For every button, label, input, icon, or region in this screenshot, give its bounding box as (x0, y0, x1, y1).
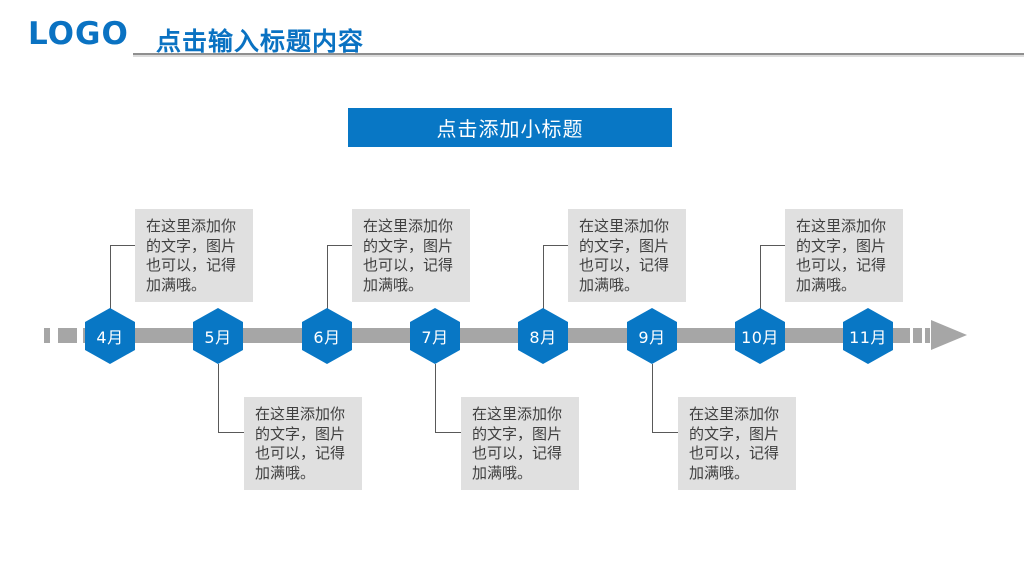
month-label: 4月 (96, 328, 124, 347)
month-hexagon[interactable]: 11月 (843, 308, 893, 364)
header-divider (133, 53, 1024, 57)
note-box[interactable]: 在这里添加你的文字，图片也可以，记得加满哦。 (785, 209, 903, 302)
note-text: 在这里添加你的文字，图片也可以，记得加满哦。 (363, 217, 454, 294)
timeline-dash (44, 328, 50, 343)
note-text: 在这里添加你的文字，图片也可以，记得加满哦。 (796, 217, 887, 294)
note-text: 在这里添加你的文字，图片也可以，记得加满哦。 (579, 217, 670, 294)
timeline-dash (925, 328, 930, 343)
month-hexagon[interactable]: 6月 (302, 308, 352, 364)
note-box[interactable]: 在这里添加你的文字，图片也可以，记得加满哦。 (461, 397, 579, 490)
timeline-arrowhead-icon (931, 320, 967, 350)
month-hexagon[interactable]: 9月 (627, 308, 677, 364)
note-connector (218, 364, 244, 433)
note-text: 在这里添加你的文字，图片也可以，记得加满哦。 (689, 405, 780, 482)
month-hexagon[interactable]: 10月 (735, 308, 785, 364)
month-label: 11月 (849, 328, 887, 347)
note-box[interactable]: 在这里添加你的文字，图片也可以，记得加满哦。 (135, 209, 253, 302)
note-connector (327, 245, 353, 309)
month-label: 8月 (529, 328, 557, 347)
note-connector (543, 245, 569, 309)
note-text: 在这里添加你的文字，图片也可以，记得加满哦。 (255, 405, 346, 482)
logo-text: LOGO (28, 16, 129, 52)
subtitle-banner[interactable]: 点击添加小标题 (348, 108, 672, 147)
note-connector (110, 245, 136, 309)
month-hexagon[interactable]: 7月 (410, 308, 460, 364)
month-label: 9月 (638, 328, 666, 347)
note-box[interactable]: 在这里添加你的文字，图片也可以，记得加满哦。 (352, 209, 470, 302)
timeline-dash (58, 328, 77, 343)
note-box[interactable]: 在这里添加你的文字，图片也可以，记得加满哦。 (568, 209, 686, 302)
note-connector (435, 364, 461, 433)
note-connector (760, 245, 786, 309)
note-text: 在这里添加你的文字，图片也可以，记得加满哦。 (146, 217, 237, 294)
month-hexagon[interactable]: 8月 (518, 308, 568, 364)
month-hexagon[interactable]: 4月 (85, 308, 135, 364)
month-label: 7月 (421, 328, 449, 347)
note-box[interactable]: 在这里添加你的文字，图片也可以，记得加满哦。 (678, 397, 796, 490)
month-label: 6月 (313, 328, 341, 347)
note-box[interactable]: 在这里添加你的文字，图片也可以，记得加满哦。 (244, 397, 362, 490)
timeline-bar (83, 328, 910, 343)
month-label: 10月 (741, 328, 779, 347)
timeline-dash (913, 328, 922, 343)
note-text: 在这里添加你的文字，图片也可以，记得加满哦。 (472, 405, 563, 482)
month-hexagon[interactable]: 5月 (193, 308, 243, 364)
subtitle-banner-label: 点击添加小标题 (436, 117, 584, 141)
page-title[interactable]: 点击输入标题内容 (156, 27, 365, 56)
note-connector (652, 364, 678, 433)
month-label: 5月 (204, 328, 232, 347)
